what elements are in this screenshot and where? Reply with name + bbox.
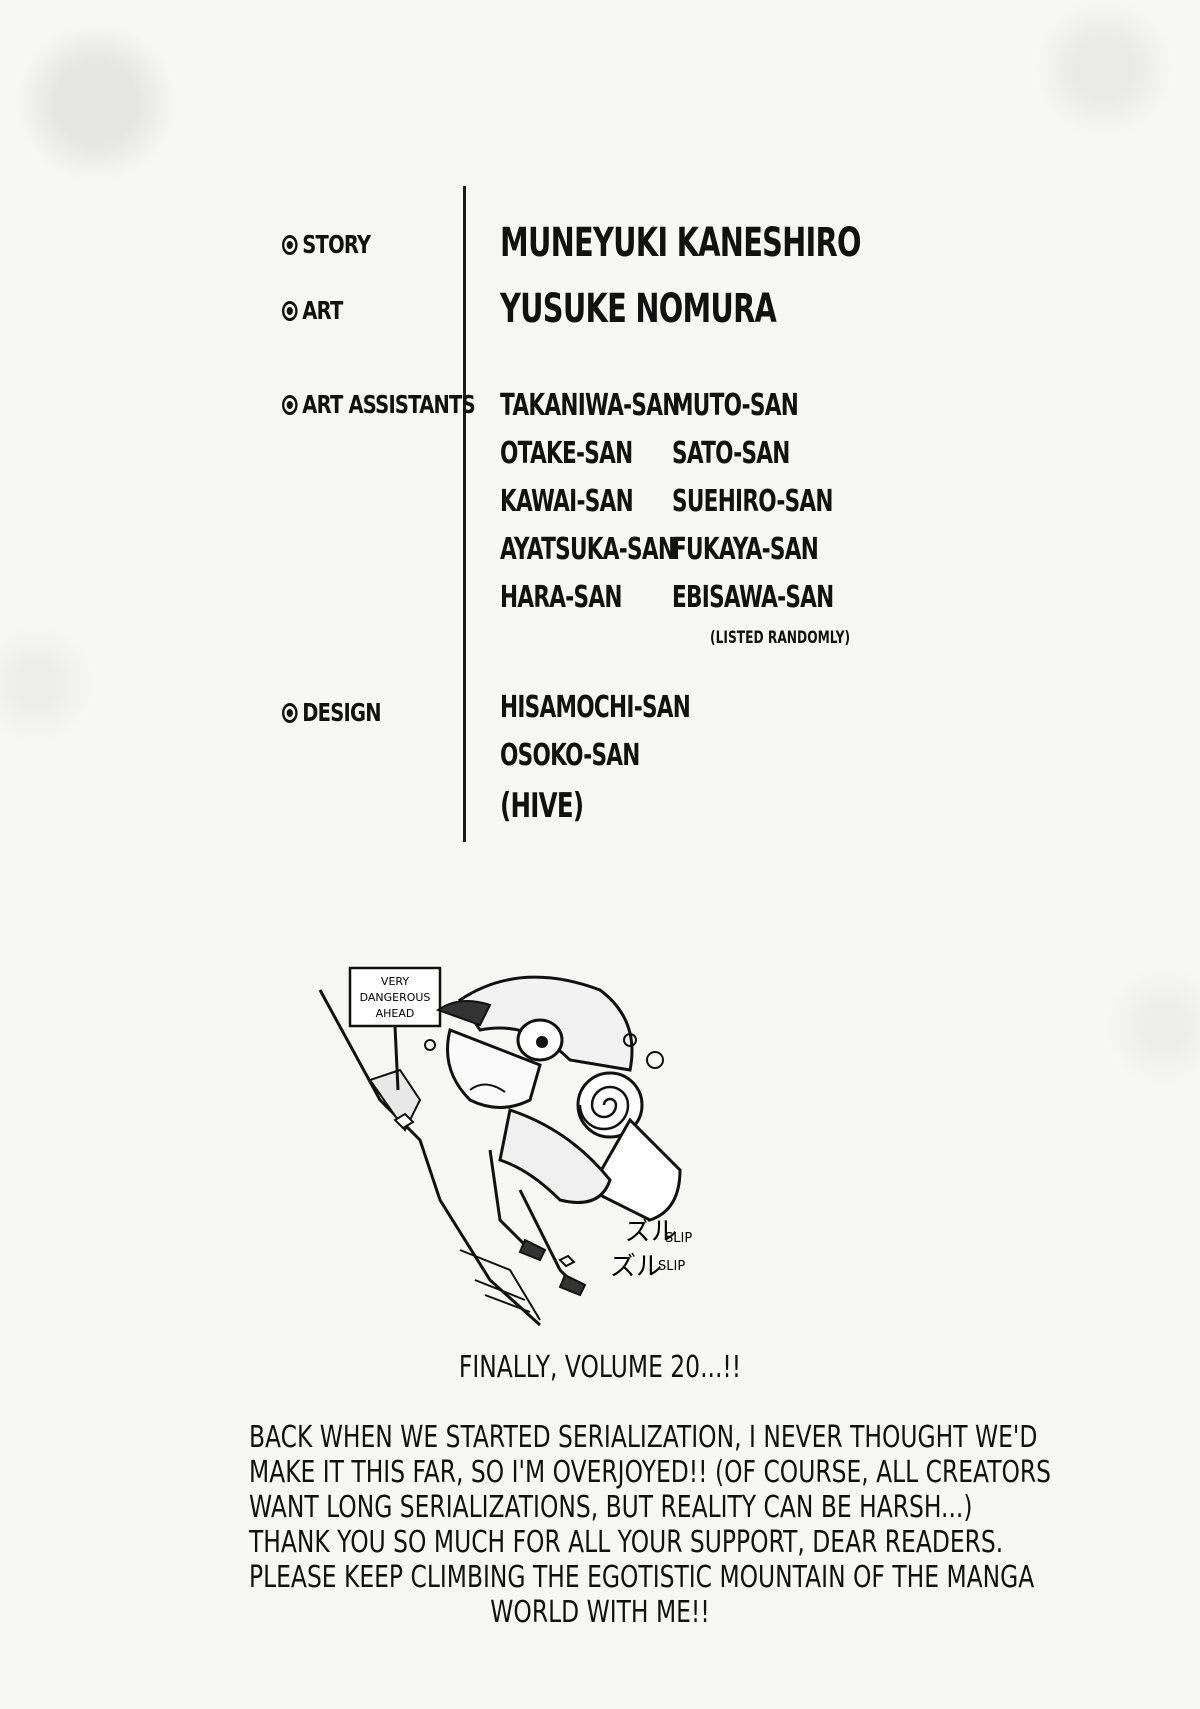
role-art-label: ART: [302, 296, 343, 325]
role-assistants-label: ART ASSISTANTS: [302, 390, 475, 419]
message-line: MAKE IT THIS FAR, SO I'M OVERJOYED!! (OF…: [249, 1455, 1052, 1490]
climber-figure: [424, 975, 682, 1297]
role-art-assistants: ART ASSISTANTS: [282, 390, 476, 419]
role-story-label: STORY: [302, 230, 371, 259]
assistant-name: OTAKE-SAN: [500, 436, 633, 471]
message-line: WORLD WITH ME!!: [490, 1595, 710, 1630]
bullet-icon: [282, 394, 298, 415]
role-design-label: DESIGN: [302, 698, 381, 727]
assistant-name: SUEHIRO-SAN: [672, 484, 833, 519]
message-line: PLEASE KEEP CLIMBING THE EGOTISTIC MOUNT…: [249, 1560, 1035, 1595]
art-name: YUSUKE NOMURA: [500, 286, 777, 332]
sfx-zuru-2: ズル: [610, 1252, 662, 1282]
message-line: THANK YOU SO MUCH FOR ALL YOUR SUPPORT, …: [249, 1525, 1004, 1560]
assistant-name: MUTO-SAN: [672, 388, 799, 423]
sfx-slip-1: SLIP: [665, 1231, 692, 1246]
assistant-name: FUKAYA-SAN: [672, 532, 819, 567]
design-name: OSOKO-SAN: [500, 738, 640, 773]
bullet-icon: [282, 234, 298, 255]
listed-randomly-note: (LISTED RANDOMLY): [710, 628, 851, 648]
bullet-icon: [282, 702, 298, 723]
design-name: HISAMOCHI-SAN: [500, 690, 691, 725]
sign-line-3: AHEAD: [376, 1007, 415, 1020]
warning-sign: VERY DANGEROUS AHEAD: [348, 966, 442, 1091]
assistant-name: SATO-SAN: [672, 436, 790, 471]
message-headline: FINALLY, VOLUME 20...!!: [458, 1350, 742, 1385]
sign-line-1: VERY: [381, 975, 409, 988]
credits-divider: [463, 186, 466, 842]
assistant-name: TAKANIWA-SAN: [500, 388, 680, 423]
message-line: WANT LONG SERIALIZATIONS, BUT REALITY CA…: [249, 1490, 973, 1525]
design-name: (HIVE): [500, 786, 584, 826]
assistant-name: HARA-SAN: [500, 580, 622, 615]
story-name: MUNEYUKI KANESHIRO: [500, 220, 861, 266]
assistant-name: EBISAWA-SAN: [672, 580, 834, 615]
role-story: STORY: [282, 230, 371, 259]
credits-section: STORY MUNEYUKI KANESHIRO ART YUSUKE NOMU…: [282, 186, 861, 842]
climber-illustration: VERY DANGEROUS AHEAD ズル SLIP ズル SLIP: [318, 966, 692, 1327]
role-design: DESIGN: [282, 698, 382, 727]
assistant-name: KAWAI-SAN: [500, 484, 634, 519]
sign-line-2: DANGEROUS: [360, 991, 431, 1004]
role-art: ART: [282, 296, 343, 325]
sfx-slip-2: SLIP: [658, 1259, 685, 1274]
assistant-name: AYATSUKA-SAN: [500, 532, 676, 567]
sfx-zuru-1: ズル: [625, 1217, 677, 1247]
bullet-icon: [282, 300, 298, 321]
message-line: BACK WHEN WE STARTED SERIALIZATION, I NE…: [249, 1420, 1038, 1455]
